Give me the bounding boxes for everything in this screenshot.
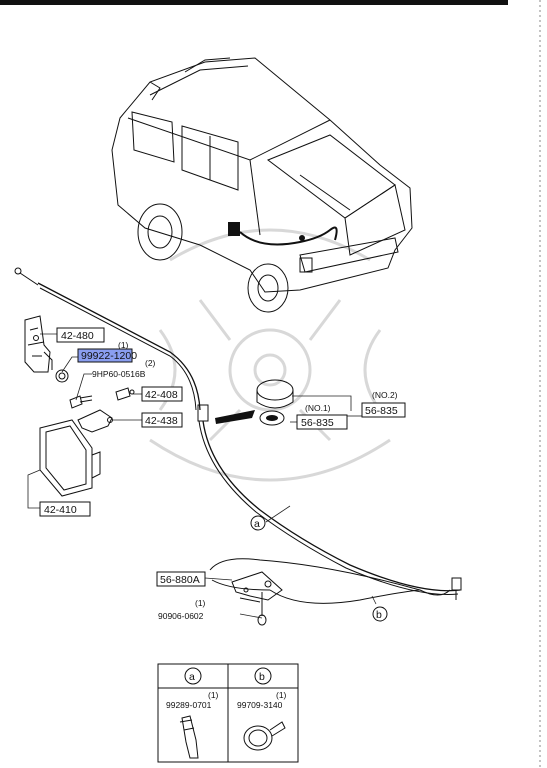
callout-90906-0602: (1) 90906-0602 bbox=[158, 598, 206, 621]
tag-no1: (NO.1) bbox=[305, 403, 331, 413]
label-56-880a: 56-880A bbox=[160, 574, 200, 586]
watermark-crest bbox=[149, 228, 391, 482]
label-42-410: 42-410 bbox=[44, 504, 77, 516]
legend-b-qty: (1) bbox=[276, 690, 287, 700]
label-42-438: 42-438 bbox=[145, 415, 178, 427]
callout-42-408: 42-408 bbox=[141, 386, 183, 402]
clip-a-letter: a bbox=[254, 518, 260, 530]
lock-bracket-assembly bbox=[24, 315, 69, 383]
label-99922-1200: 99922-1200 bbox=[81, 350, 137, 362]
release-cable bbox=[14, 267, 462, 604]
legend-header-a: a bbox=[189, 671, 195, 683]
label-90906-0602: 90906-0602 bbox=[158, 611, 204, 621]
callout-99922-1200: (1) 99922-1200 bbox=[77, 340, 137, 363]
highlight-99922-1200 bbox=[77, 348, 133, 363]
label-42-480: 42-480 bbox=[61, 330, 94, 342]
cable-bracket-56-880a bbox=[231, 571, 283, 626]
clip-b-letter: b bbox=[376, 609, 382, 621]
tag-no2: (NO.2) bbox=[372, 390, 398, 400]
callout-56-835-no2: (NO.2) 56-835 bbox=[361, 390, 406, 418]
legend-a-qty: (1) bbox=[208, 690, 219, 700]
clip-a-drawing bbox=[179, 715, 199, 759]
top-border-bar bbox=[0, 0, 508, 5]
callout-42-410: 42-410 bbox=[39, 501, 91, 517]
callout-42-438: 42-438 bbox=[141, 412, 183, 428]
part-42-438-link bbox=[77, 409, 113, 433]
fuel-cap-assembly bbox=[215, 379, 294, 426]
clip-marker-b: b bbox=[372, 606, 388, 622]
clip-marker-a: a bbox=[250, 515, 266, 531]
legend-header-b: b bbox=[259, 671, 265, 683]
qty-90906: (1) bbox=[195, 598, 206, 608]
bolt-9hp60 bbox=[69, 395, 93, 409]
qty-9hp60: (2) bbox=[145, 358, 156, 368]
legend-a-part: 99289-0701 bbox=[166, 700, 212, 710]
label-56-835-no2: 56-835 bbox=[365, 405, 398, 417]
qty-99922-1200: (1) bbox=[118, 340, 129, 350]
callout-42-480: 42-480 bbox=[56, 327, 105, 343]
legend-b-part: 99709-3140 bbox=[237, 700, 283, 710]
label-9hp60-0516b: 9HP60-0516B bbox=[92, 369, 146, 379]
fuel-lid-location bbox=[228, 222, 240, 236]
label-56-835-no1: 56-835 bbox=[301, 417, 334, 429]
clip-b-drawing bbox=[243, 721, 286, 751]
callout-56-880a: 56-880A bbox=[156, 571, 206, 587]
callout-56-835-no1: (NO.1) 56-835 bbox=[296, 403, 348, 430]
leader-lines bbox=[27, 333, 377, 619]
van-illustration bbox=[111, 57, 413, 313]
callout-9hp60: (2) 9HP60-0516B bbox=[92, 358, 156, 379]
part-42-408-grommet bbox=[115, 387, 135, 401]
label-42-408: 42-408 bbox=[145, 389, 178, 401]
clip-legend-table: a b (1) 99289-0701 (1) 99709-3140 bbox=[157, 663, 299, 763]
